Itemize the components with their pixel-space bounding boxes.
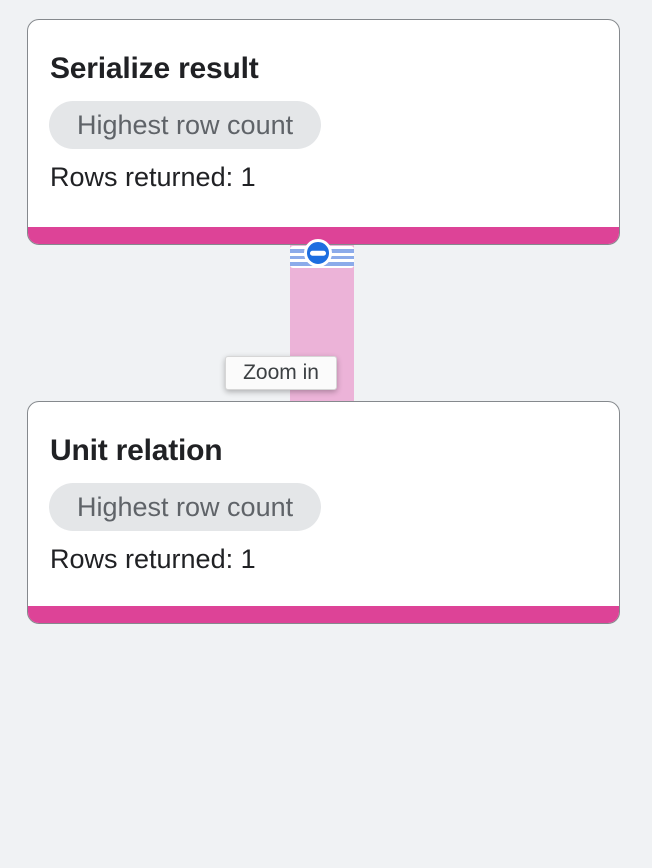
metric-bar <box>28 227 619 244</box>
rows-returned-label: Rows returned: 1 <box>50 162 256 192</box>
tooltip-label: Zoom in <box>243 361 319 384</box>
plan-node-serialize-result[interactable]: Serialize result Highest row count Rows … <box>27 19 620 245</box>
minus-glyph <box>310 250 326 256</box>
highest-row-count-badge: Highest row count <box>49 101 322 149</box>
minus-circle-icon[interactable] <box>304 239 332 267</box>
node-title: Serialize result <box>50 52 259 85</box>
zoom-in-tooltip: Zoom in <box>225 356 337 390</box>
highest-row-count-badge: Highest row count <box>49 483 322 531</box>
rows-returned-label: Rows returned: 1 <box>50 544 256 574</box>
metric-bar <box>28 606 619 623</box>
node-title: Unit relation <box>50 434 223 467</box>
plan-node-unit-relation[interactable]: Unit relation Highest row count Rows ret… <box>27 401 620 624</box>
